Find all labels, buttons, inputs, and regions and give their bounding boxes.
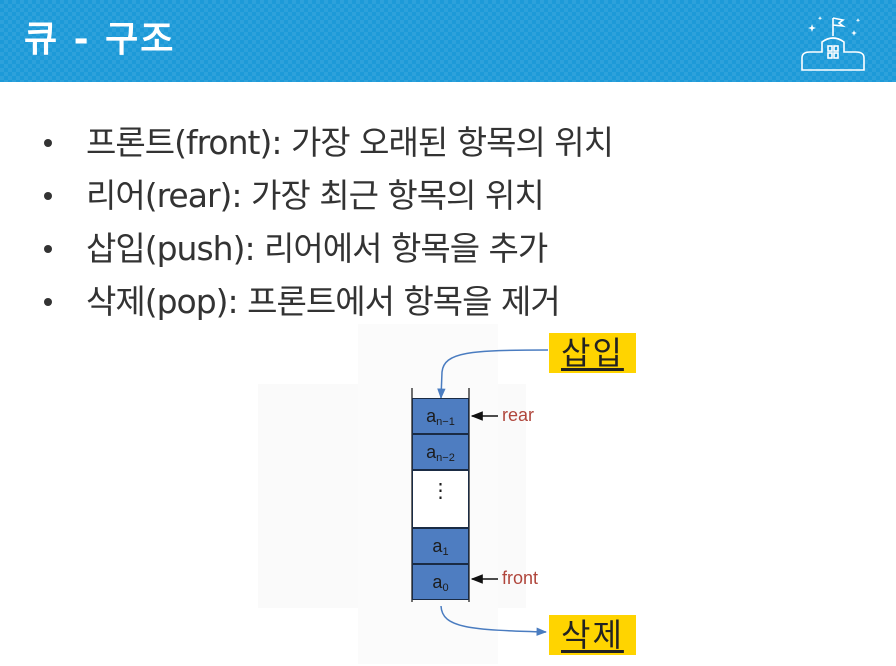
insert-arrow <box>437 349 549 400</box>
slide-title: 큐 - 구조 <box>24 19 176 60</box>
bullet-item-pop: 삭제(pop): 프론트에서 항목을 제거 <box>38 275 613 328</box>
bullet-item-push: 삽입(push): 리어에서 항목을 추가 <box>38 222 613 275</box>
delete-tag: 삭제 <box>549 615 636 655</box>
bullet-list: 프론트(front): 가장 오래된 항목의 위치 리어(rear): 가장 최… <box>38 116 614 328</box>
bullet-item-front: 프론트(front): 가장 오래된 항목의 위치 <box>38 116 614 169</box>
bullet-dot <box>44 245 52 253</box>
queue-cell-a-0: a0 <box>412 564 469 600</box>
bullet-item-rear: 리어(rear): 가장 최근 항목의 위치 <box>38 169 613 222</box>
queue-cell-ellipsis: ⋮ <box>412 470 469 528</box>
delete-arrow <box>440 605 548 636</box>
school-flag-icon <box>801 16 865 71</box>
bullet-dot <box>44 298 52 306</box>
rear-label: rear <box>502 405 535 425</box>
queue-cell-a-n-minus-1: an−1 <box>412 398 469 434</box>
queue-cell-a-n-minus-2: an−2 <box>412 434 469 470</box>
insert-tag: 삽입 <box>549 333 636 373</box>
slide-header: 큐 - 구조 <box>0 0 896 82</box>
bullet-dot <box>44 139 52 147</box>
front-label: front <box>502 568 539 588</box>
bullet-dot <box>44 192 52 200</box>
queue-cell-a-1: a1 <box>412 528 469 564</box>
